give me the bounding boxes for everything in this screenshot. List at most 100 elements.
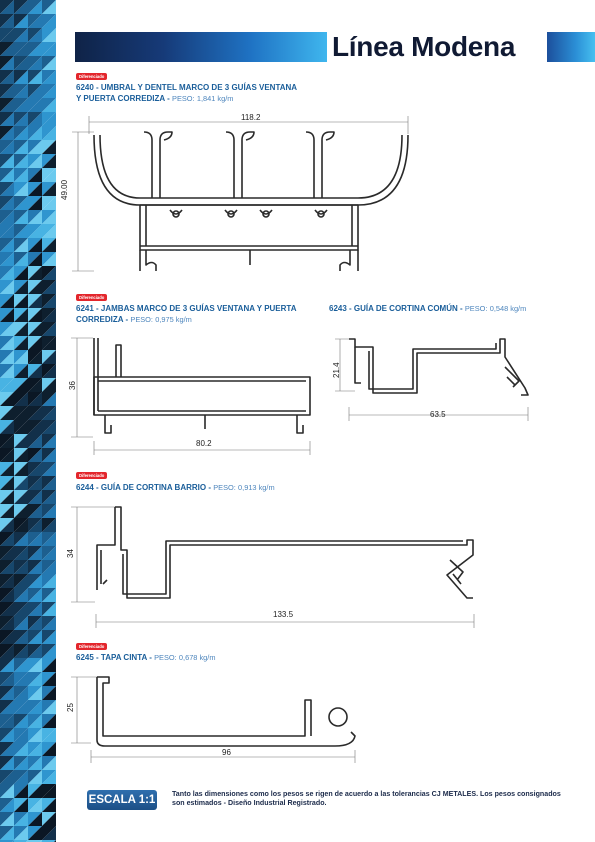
pattern-triangle [0, 714, 14, 728]
profile-title-6244: 6244 - GUÍA DE CORTINA BARRIO - PESO: 0,… [76, 483, 275, 494]
pattern-triangle [42, 98, 56, 112]
pattern-triangle [14, 70, 28, 84]
pattern-triangle [0, 616, 14, 630]
pattern-triangle [0, 336, 14, 350]
pattern-triangle [0, 448, 14, 462]
pattern-triangle [0, 0, 14, 14]
pattern-triangle [14, 126, 28, 140]
peso-value: 0,975 kg/m [155, 314, 192, 324]
pattern-triangle [28, 378, 42, 392]
pattern-triangle [42, 364, 56, 378]
peso-value: 1,841 kg/m [196, 93, 234, 103]
pattern-triangle [28, 210, 42, 224]
pattern-triangle [14, 364, 28, 378]
pattern-triangle [14, 112, 28, 126]
pattern-triangle [0, 770, 14, 784]
pattern-triangle [0, 140, 14, 154]
pattern-triangle [28, 826, 42, 840]
pattern-triangle [14, 98, 28, 112]
profile-title-6243: 6243 - GUÍA DE CORTINA COMÚN - PESO: 0,5… [329, 304, 526, 315]
decorative-pattern [0, 0, 56, 842]
pattern-triangle [14, 588, 28, 602]
pattern-triangle [0, 490, 14, 504]
pattern-triangle [42, 798, 56, 812]
pattern-triangle [42, 56, 56, 70]
pattern-triangle [28, 308, 42, 322]
pattern-triangle [14, 182, 28, 196]
profile-title-6241: 6241 - JAMBAS MARCO DE 3 GUÍAS VENTANA Y… [76, 304, 296, 325]
pattern-triangle [0, 504, 14, 518]
pattern-triangle [42, 154, 56, 168]
pattern-triangle [14, 84, 28, 98]
dimension-height-6245: 25 [66, 703, 75, 712]
pattern-triangle [28, 420, 42, 434]
pattern-triangle [0, 546, 14, 560]
pattern-triangle [14, 392, 28, 406]
pattern-triangle [42, 812, 56, 826]
pattern-triangle [0, 168, 14, 182]
pattern-triangle [14, 266, 28, 280]
pattern-triangle [42, 14, 56, 28]
pattern-triangle [28, 728, 42, 742]
pattern-triangle [14, 700, 28, 714]
pattern-triangle [42, 588, 56, 602]
pattern-triangle [42, 826, 56, 840]
pattern-triangle [28, 364, 42, 378]
profile-drawing-6240 [72, 116, 409, 272]
pattern-triangle [42, 532, 56, 546]
pattern-triangle [42, 294, 56, 308]
pattern-triangle [42, 266, 56, 280]
pattern-triangle [42, 742, 56, 756]
pattern-triangle [28, 756, 42, 770]
pattern-triangle [0, 784, 14, 798]
pattern-triangle [0, 182, 14, 196]
pattern-triangle [14, 0, 28, 14]
pattern-triangle [42, 406, 56, 420]
pattern-triangle [42, 126, 56, 140]
pattern-triangle [42, 84, 56, 98]
pattern-triangle [28, 0, 42, 14]
profile-title-6245: 6245 - TAPA CINTA - PESO: 0,678 kg/m [76, 653, 216, 664]
pattern-triangle [14, 476, 28, 490]
pattern-triangle [28, 784, 42, 798]
pattern-triangle [28, 462, 42, 476]
pattern-triangle [28, 112, 42, 126]
profile-drawing-6245 [71, 676, 356, 763]
pattern-triangle [0, 350, 14, 364]
pattern-triangle [0, 252, 14, 266]
peso-label: PESO: [130, 314, 153, 324]
pattern-triangle [14, 490, 28, 504]
pattern-triangle [28, 812, 42, 826]
pattern-triangle [0, 406, 14, 420]
pattern-triangle [28, 630, 42, 644]
pattern-triangle [42, 42, 56, 56]
pattern-triangle [14, 812, 28, 826]
pattern-triangle [42, 336, 56, 350]
pattern-triangle [14, 224, 28, 238]
pattern-triangle [28, 686, 42, 700]
pattern-triangle [28, 700, 42, 714]
pattern-triangle [28, 322, 42, 336]
pattern-triangle [42, 210, 56, 224]
pattern-triangle [14, 238, 28, 252]
pattern-triangle [28, 532, 42, 546]
pattern-triangle [0, 630, 14, 644]
peso-value: 0,913 kg/m [238, 483, 275, 492]
pattern-triangle [42, 616, 56, 630]
pattern-triangle [42, 658, 56, 672]
pattern-triangle [28, 490, 42, 504]
pattern-triangle [14, 658, 28, 672]
pattern-triangle [0, 742, 14, 756]
pattern-triangle [42, 224, 56, 238]
profile-drawing-6244 [71, 506, 475, 628]
pattern-triangle [0, 70, 14, 84]
pattern-triangle [42, 560, 56, 574]
peso-label: PESO: [154, 653, 177, 662]
pattern-triangle [14, 420, 28, 434]
pattern-triangle [0, 196, 14, 210]
pattern-triangle [0, 462, 14, 476]
pattern-triangle [14, 308, 28, 322]
profile-title-6240: 6240 - UMBRAL Y DENTEL MARCO DE 3 GUÍAS … [76, 83, 297, 104]
pattern-triangle [0, 154, 14, 168]
pattern-triangle [42, 196, 56, 210]
